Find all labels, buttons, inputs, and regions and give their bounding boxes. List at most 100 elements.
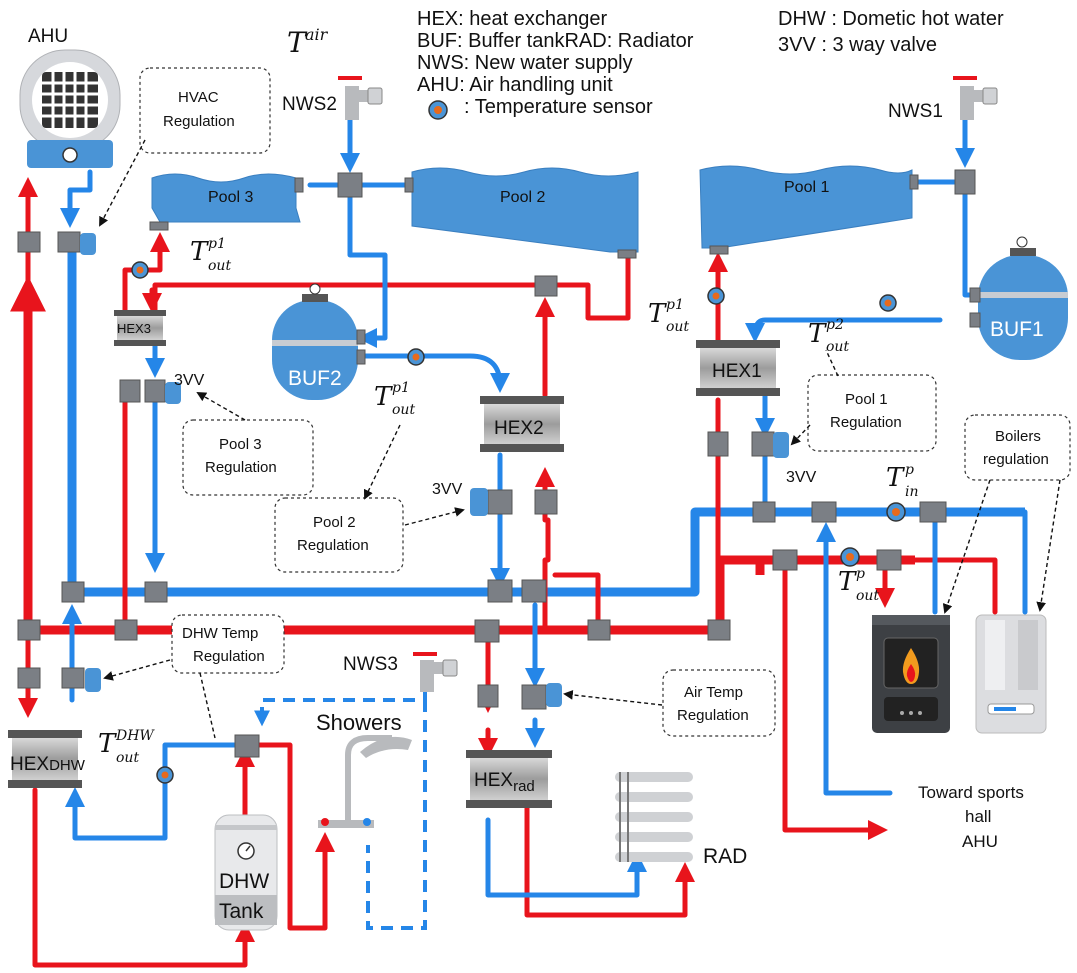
legend-hex: HEX: heat exchanger: [417, 8, 607, 30]
t-out-p1-pool3: T p1 out: [190, 236, 231, 274]
pool-1: [699, 165, 913, 249]
shower: Showers: [316, 710, 412, 828]
svg-text:air: air: [305, 25, 329, 44]
hex1: HEX1: [696, 340, 780, 396]
legend-ahu: AHU: Air handling unit: [417, 74, 613, 96]
temperature-sensor-icon: [707, 287, 725, 305]
gauge-icon: [1016, 236, 1028, 248]
valve-icon: [338, 76, 383, 120]
temperature-sensor-icon: [131, 261, 149, 279]
pool3-label: Pool 3: [208, 189, 253, 206]
3vv-label: 3VV: [786, 469, 817, 486]
regulation-boxes: HVAC Regulation Pool 1 Regulation Pool 2…: [139, 67, 1071, 737]
pool1-reg-line2: Regulation: [830, 414, 902, 431]
svg-text:T: T: [886, 463, 905, 493]
svg-text:T: T: [838, 567, 857, 597]
hex3-label: HEX3: [117, 321, 151, 336]
svg-text:out: out: [116, 750, 139, 766]
boiler: [872, 615, 950, 733]
3vv-label: 3VV: [432, 481, 463, 498]
pools: Pool 3 Pool 2 Pool 1: [149, 165, 919, 259]
valve-icon[interactable]: [773, 432, 789, 458]
t-out-p: T p out: [838, 566, 879, 604]
3vv-label: 3VV: [174, 372, 205, 389]
svg-text:DHW: DHW: [115, 728, 155, 744]
heat-pump: [975, 614, 1047, 734]
hex2: HEX2: [480, 396, 564, 452]
hex-dhw: HEXDHW: [8, 730, 86, 788]
valve-icon[interactable]: [85, 668, 101, 692]
svg-text:T: T: [287, 26, 308, 59]
showers-label: Showers: [316, 710, 402, 735]
svg-text:T: T: [374, 382, 393, 412]
dhw-reg-line1: DHW Temp: [182, 625, 258, 642]
temperature-sensor-icon: [886, 502, 906, 522]
svg-text:out: out: [392, 402, 415, 418]
legend-nws: NWS: New water supply: [417, 52, 633, 74]
buf1: BUF1: [969, 236, 1068, 360]
svg-text:T: T: [808, 319, 827, 349]
shower-head-icon: [360, 736, 412, 758]
dhw-tank-label-1: DHW: [219, 870, 269, 893]
control-leaders: [99, 139, 1061, 739]
heat-exchangers: HEX3 HEX1 HEX2 HEXDHW HEXrad: [8, 310, 780, 808]
valve-icon[interactable]: [165, 382, 181, 404]
valve-actuators: [80, 233, 789, 707]
buf1-label: BUF1: [990, 318, 1044, 341]
pool-2: [411, 167, 639, 253]
radiator: RAD: [615, 772, 747, 868]
air-reg-line1: Air Temp: [684, 684, 743, 701]
t-out-p1-pool2: T p1 out: [374, 380, 415, 418]
flame-icon: [902, 648, 920, 684]
pool2-reg-line1: Pool 2: [313, 514, 356, 531]
pool1-reg-line1: Pool 1: [845, 391, 888, 408]
legend-dhw: DHW : Dometic hot water: [778, 8, 1004, 30]
pool1-label: Pool 1: [784, 179, 829, 196]
svg-text:out: out: [826, 339, 849, 355]
temperature-sensor-icon: [840, 547, 860, 567]
toward-label-3: AHU: [962, 832, 998, 851]
temperature-sensor-icon: [156, 766, 174, 784]
nws-valves: NWS2 NWS1 NWS3: [282, 76, 998, 692]
toward-label-1: Toward sports: [918, 783, 1024, 802]
temperature-sensors: [131, 100, 906, 784]
svg-text:out: out: [666, 319, 689, 335]
legend-buf-rad: BUF: Buffer tankRAD: Radiator: [417, 30, 694, 52]
nws3-label: NWS3: [343, 654, 398, 675]
boilers-reg-line2: regulation: [983, 451, 1049, 468]
temperature-sensor-icon: [879, 294, 897, 312]
svg-text:p: p: [905, 462, 914, 478]
hvac-reg-line2: Regulation: [163, 113, 235, 130]
temperature-labels: T air T p1 out T p1 out T p1 out T p2 ou…: [98, 25, 919, 766]
valve-icon[interactable]: [546, 683, 562, 707]
t-out-p2: T p2 out: [808, 317, 849, 355]
valve-icon[interactable]: [470, 488, 488, 516]
ahu-label: AHU: [28, 26, 68, 47]
air-reg-line2: Regulation: [677, 707, 749, 724]
rad-label: RAD: [703, 845, 747, 868]
buffer-tanks: BUF2 BUF1: [272, 236, 1068, 400]
pipe-fittings: [17, 169, 976, 758]
svg-text:out: out: [856, 588, 879, 604]
gauge-icon: [309, 283, 321, 295]
pool2-label: Pool 2: [500, 189, 545, 206]
svg-text:T: T: [648, 299, 667, 329]
ahu-unit: AHU: [19, 26, 121, 168]
svg-text:p: p: [856, 566, 865, 582]
legend-sensor: : Temperature sensor: [464, 96, 653, 118]
fan-icon: [42, 72, 98, 128]
valve-icon[interactable]: [80, 233, 96, 255]
legend-3vv: 3VV : 3 way valve: [778, 34, 937, 56]
hex3: HEX3: [114, 310, 166, 346]
valve-icon: [953, 76, 998, 120]
t-out-p1-pool1: T p1 out: [648, 297, 689, 335]
temperature-sensor-icon: [407, 348, 425, 366]
hvac-reg-line1: HVAC: [178, 89, 219, 106]
hex-dhw-label: HEXDHW: [10, 754, 86, 775]
hex1-label: HEX1: [712, 361, 762, 382]
svg-text:p1: p1: [666, 297, 684, 313]
pipes: [10, 117, 1028, 968]
hex-rad: HEXrad: [466, 750, 552, 808]
svg-text:p1: p1: [392, 380, 410, 396]
